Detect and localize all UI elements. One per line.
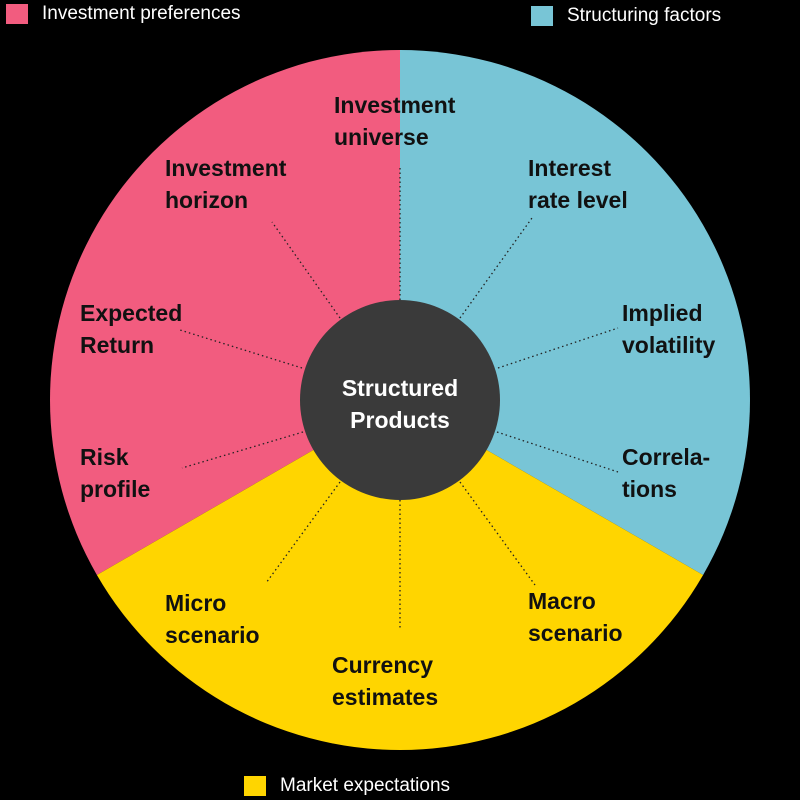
- connector-correlations: [496, 431, 619, 473]
- legend-structuring-factors: Structuring factors: [531, 5, 721, 27]
- connector-macro-scenario: [459, 481, 536, 586]
- legend-label: Market expectations: [280, 775, 451, 796]
- label-expected-return: Expected Return: [80, 300, 183, 358]
- label-risk-profile: Risk profile: [80, 444, 151, 502]
- segment-market-expectations: [96, 400, 704, 750]
- label-investment-horizon: Investment horizon: [165, 155, 287, 213]
- label-currency-estimates: Currency estimates: [332, 652, 439, 710]
- label-macro-scenario: Macro scenario: [528, 588, 623, 646]
- label-correlations: Correla- tions: [622, 444, 711, 502]
- label-implied-volatility: Implied volatility: [622, 300, 716, 358]
- center-title: Structured Products: [341, 375, 459, 433]
- legend-swatch-yellow: [244, 776, 266, 796]
- connector-risk-profile: [181, 431, 304, 469]
- connector-investment-horizon: [271, 221, 341, 319]
- label-interest-rate-level: Interest rate level: [528, 155, 628, 213]
- legend-label: Structuring factors: [567, 5, 722, 26]
- label-micro-scenario: Micro scenario: [165, 590, 260, 648]
- legend-label: Investment preferences: [42, 3, 241, 24]
- connector-micro-scenario: [265, 481, 341, 584]
- legend-market-expectations: Market expectations: [244, 775, 450, 797]
- label-investment-universe: Investment universe: [334, 92, 456, 150]
- connector-expected-return: [179, 329, 303, 369]
- legend-investment-preferences: Investment preferences: [6, 3, 241, 25]
- center-circle: [300, 300, 500, 500]
- connector-implied-volatility: [497, 327, 619, 369]
- legend-swatch-pink: [6, 4, 28, 24]
- legend-swatch-blue: [531, 6, 553, 26]
